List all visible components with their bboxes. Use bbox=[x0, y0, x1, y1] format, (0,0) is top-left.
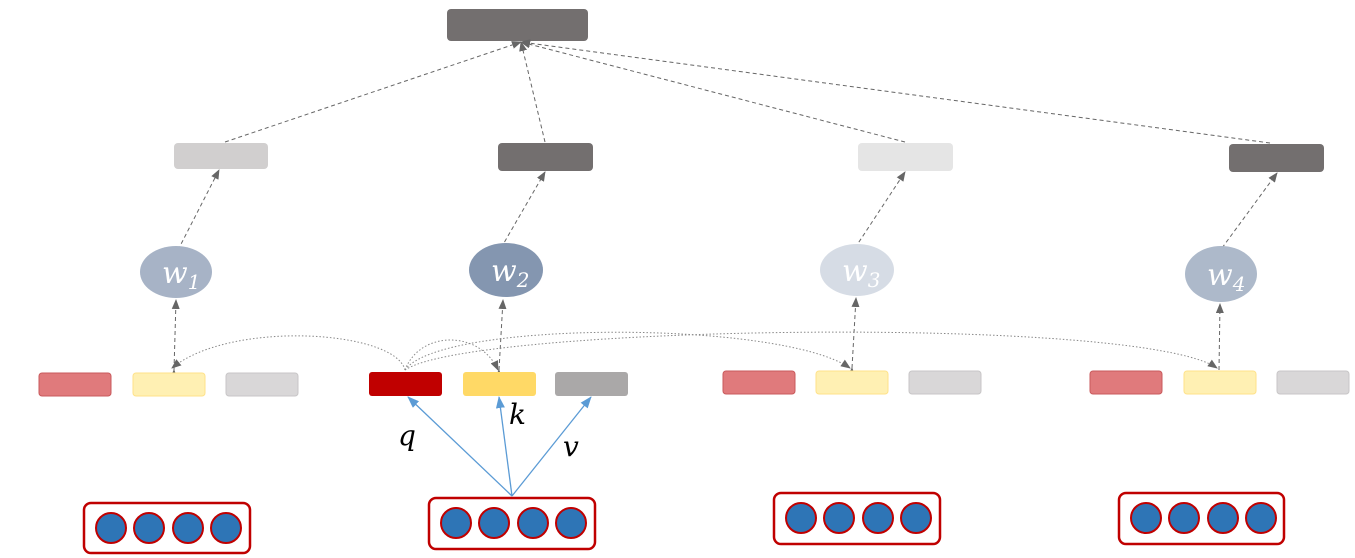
input-embedding-4 bbox=[1117, 491, 1286, 546]
embedding-unit bbox=[172, 512, 204, 544]
embedding-unit bbox=[95, 512, 127, 544]
query-label: q bbox=[398, 419, 416, 452]
weighted-value-2 bbox=[498, 143, 593, 171]
embedding-box bbox=[427, 496, 597, 551]
value-label: v bbox=[563, 430, 579, 463]
embedding-unit bbox=[900, 502, 932, 534]
weight-ellipse bbox=[140, 246, 212, 298]
embedding-unit bbox=[1130, 502, 1162, 534]
key-vector-3 bbox=[815, 370, 889, 395]
embedding-unit bbox=[862, 502, 894, 534]
value-vector-4 bbox=[1276, 370, 1350, 395]
key-vector-2 bbox=[463, 372, 536, 396]
weight-ellipse bbox=[469, 243, 543, 297]
value-vector-2 bbox=[555, 372, 628, 396]
sum-connectors bbox=[224, 39, 1271, 144]
weight-w3: w3 bbox=[820, 244, 894, 296]
embedding-box bbox=[772, 491, 942, 546]
query-vector-2 bbox=[369, 372, 442, 396]
embedding-unit bbox=[440, 507, 472, 539]
input-embedding-3 bbox=[772, 491, 942, 546]
input-embedding-2 bbox=[427, 496, 597, 551]
weighted-value-3 bbox=[858, 143, 953, 171]
weight-label: w1 bbox=[162, 256, 200, 294]
weight-w2: w2 bbox=[469, 243, 543, 297]
weight-label: w2 bbox=[491, 254, 529, 292]
embedding-unit bbox=[210, 512, 242, 544]
embedding-unit bbox=[785, 502, 817, 534]
query-vector-3 bbox=[722, 370, 796, 395]
weight-label: w4 bbox=[1207, 258, 1245, 296]
embedding-unit bbox=[1168, 502, 1200, 534]
weighted-value-1 bbox=[174, 143, 268, 169]
weighted-value-4 bbox=[1229, 144, 1324, 172]
embedding-unit bbox=[478, 507, 510, 539]
embedding-box bbox=[1117, 491, 1286, 546]
weight-w4: w4 bbox=[1185, 246, 1257, 302]
embedding-unit bbox=[133, 512, 165, 544]
query-vector-4 bbox=[1089, 370, 1163, 395]
embedding-box bbox=[82, 501, 252, 555]
embedding-unit bbox=[1245, 502, 1277, 534]
weight-ellipse bbox=[1185, 246, 1257, 302]
embedding-unit bbox=[555, 507, 587, 539]
key-vector-4 bbox=[1183, 370, 1257, 395]
final-output-vector bbox=[447, 9, 588, 41]
query-vector-1 bbox=[38, 372, 112, 397]
value-vector-1 bbox=[225, 372, 299, 397]
weight-w1: w1 bbox=[140, 246, 212, 298]
projection-arrows bbox=[407, 396, 592, 497]
input-embedding-1 bbox=[82, 501, 252, 555]
embedding-unit bbox=[823, 502, 855, 534]
weight-to-output-arrows bbox=[177, 169, 1278, 251]
embedding-unit bbox=[517, 507, 549, 539]
weight-label: w3 bbox=[842, 254, 880, 292]
key-to-weight-arrows bbox=[169, 297, 1224, 380]
key-label: k bbox=[509, 398, 526, 431]
weight-ellipse bbox=[820, 244, 894, 296]
key-vector-1 bbox=[132, 372, 206, 397]
value-vector-3 bbox=[908, 370, 982, 395]
query-key-arcs bbox=[171, 331, 1218, 371]
embedding-unit bbox=[1207, 502, 1239, 534]
